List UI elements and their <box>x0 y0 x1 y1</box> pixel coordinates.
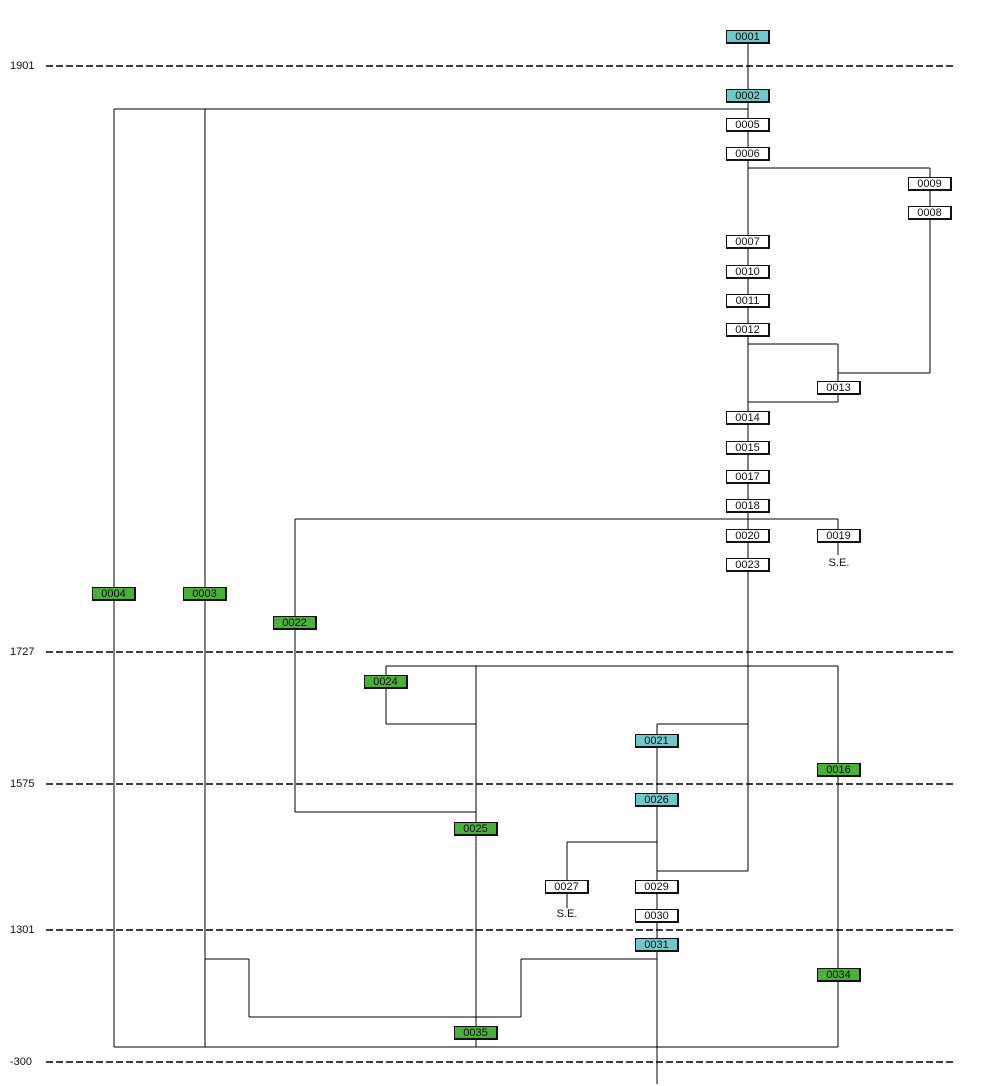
node-0021[interactable]: 0021 <box>635 734 679 748</box>
node-0029[interactable]: 0029 <box>635 880 679 894</box>
node-0030[interactable]: 0030 <box>635 909 679 923</box>
node-0011[interactable]: 0011 <box>726 294 770 308</box>
year-label--300: -300 <box>10 1056 33 1068</box>
year-label-1301: 1301 <box>10 924 35 936</box>
node-0027[interactable]: 0027 <box>545 880 589 894</box>
node-0009[interactable]: 0009 <box>908 177 952 191</box>
node-0025[interactable]: 0025 <box>454 822 498 836</box>
node-0005[interactable]: 0005 <box>726 118 770 132</box>
node-0016[interactable]: 0016 <box>817 763 861 777</box>
node-0026[interactable]: 0026 <box>635 793 679 807</box>
year-label-1901: 1901 <box>10 60 35 72</box>
node-0024[interactable]: 0024 <box>364 675 408 689</box>
node-0035[interactable]: 0035 <box>454 1026 498 1040</box>
node-0003[interactable]: 0003 <box>183 587 227 601</box>
node-0004[interactable]: 0004 <box>92 587 136 601</box>
year-label-1575: 1575 <box>10 778 35 790</box>
node-0006[interactable]: 0006 <box>726 147 770 161</box>
node-0012[interactable]: 0012 <box>726 323 770 337</box>
node-0008[interactable]: 0008 <box>908 206 952 220</box>
year-label-1727: 1727 <box>10 646 35 658</box>
node-0022[interactable]: 0022 <box>273 616 317 630</box>
node-0001[interactable]: 0001 <box>726 30 770 44</box>
node-0014[interactable]: 0014 <box>726 411 770 425</box>
node-0017[interactable]: 0017 <box>726 470 770 484</box>
node-0007[interactable]: 0007 <box>726 235 770 249</box>
node-0019[interactable]: 0019 <box>817 529 861 543</box>
note-se-0027: S.E. <box>556 908 578 920</box>
node-0023[interactable]: 0023 <box>726 558 770 572</box>
node-0015[interactable]: 0015 <box>726 441 770 455</box>
node-0010[interactable]: 0010 <box>726 265 770 279</box>
note-se-0019: S.E. <box>828 557 850 569</box>
node-0013[interactable]: 0013 <box>817 381 861 395</box>
node-0002[interactable]: 0002 <box>726 89 770 103</box>
node-0018[interactable]: 0018 <box>726 499 770 513</box>
node-0031[interactable]: 0031 <box>635 938 679 952</box>
node-0034[interactable]: 0034 <box>817 968 861 982</box>
node-0020[interactable]: 0020 <box>726 529 770 543</box>
